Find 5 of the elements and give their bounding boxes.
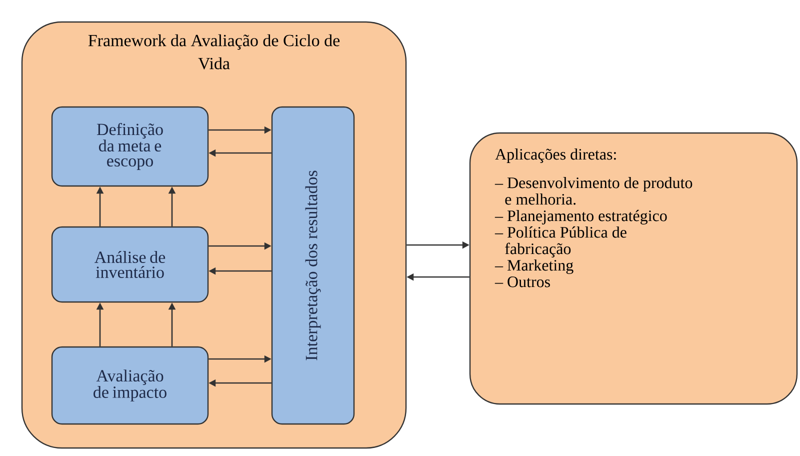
process-box: Avaliação de impacto xyxy=(51,346,209,425)
interpretation-box: Interpretação dos resultados xyxy=(271,106,355,425)
process-box: Definição da meta e escopo xyxy=(51,106,209,187)
process-box: Análise de inventário xyxy=(51,226,209,303)
applications-box: Aplicações diretas: – Desenvolvimento de produto e melhoria. – Planejamento estratégico – Política Pública de fabricação – Marketing – Outros xyxy=(469,132,798,405)
